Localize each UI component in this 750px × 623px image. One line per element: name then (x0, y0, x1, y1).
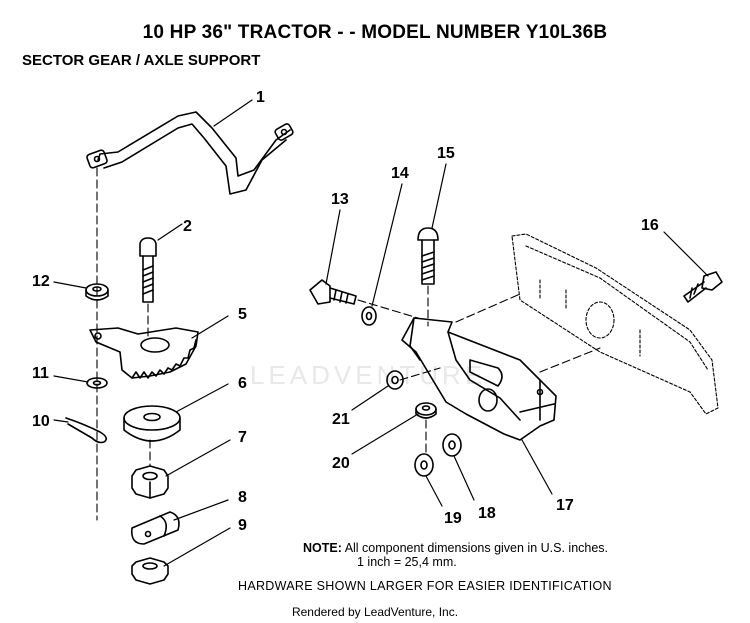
note-line-1: All component dimensions given in U.S. i… (344, 541, 609, 555)
part-17-axle-support[interactable] (401, 317, 557, 441)
callout-10: 10 (32, 413, 50, 430)
part-14-washer[interactable] (361, 306, 377, 326)
part-10-cotter-pin[interactable] (65, 417, 108, 444)
callout-16: 16 (641, 217, 659, 234)
callout-15: 15 (437, 145, 455, 162)
callout-17: 17 (556, 497, 574, 514)
front-axle-outline (511, 233, 719, 415)
part-12-nut[interactable] (85, 283, 109, 301)
footer-credit: Rendered by LeadVenture, Inc. (291, 605, 459, 619)
leader-lines (53, 99, 709, 567)
part-13-bolt[interactable] (309, 279, 357, 305)
part-16-bolt[interactable] (683, 271, 723, 303)
part-8-clip[interactable] (130, 511, 180, 545)
note-line-2: 1 inch = 25,4 mm. (357, 555, 457, 569)
callout-13: 13 (331, 191, 349, 208)
part-9-nut[interactable] (131, 557, 169, 585)
callout-18: 18 (478, 505, 496, 522)
part-7-hex-nut[interactable] (131, 465, 169, 499)
watermark-text: LEADVENTURE (250, 360, 487, 390)
callout-5: 5 (238, 306, 247, 323)
part-6-spacer[interactable] (123, 405, 181, 442)
callout-2: 2 (183, 218, 192, 235)
part-11-washer[interactable] (86, 377, 108, 389)
callout-6: 6 (238, 375, 247, 392)
callout-1: 1 (256, 89, 265, 106)
diagram-subtitle: SECTOR GEAR / AXLE SUPPORT (22, 52, 261, 69)
dimensions-note: NOTE: All component dimensions given in … (303, 541, 608, 569)
callout-8: 8 (238, 489, 247, 506)
part-20-nut[interactable] (415, 402, 437, 419)
diagram-title: 10 HP 36" TRACTOR - - MODEL NUMBER Y10L3… (142, 22, 608, 43)
callout-20: 20 (332, 455, 350, 472)
part-19-nut[interactable] (414, 453, 434, 477)
part-21-nut[interactable] (386, 370, 404, 390)
part-18-nut[interactable] (442, 433, 462, 457)
callout-19: 19 (444, 510, 462, 527)
note-label: NOTE: (303, 541, 342, 555)
part-1-drag-link[interactable] (86, 111, 294, 195)
callout-9: 9 (238, 517, 247, 534)
part-5-sector-gear[interactable] (89, 327, 199, 379)
part-2-bolt[interactable] (139, 237, 157, 303)
callout-11: 11 (32, 365, 49, 382)
part-15-carriage-bolt[interactable] (417, 227, 439, 285)
callout-14: 14 (391, 165, 409, 182)
hardware-note: HARDWARE SHOWN LARGER FOR EASIER IDENTIF… (238, 579, 612, 593)
callout-21: 21 (332, 411, 350, 428)
callout-12: 12 (32, 273, 50, 290)
callout-numbers: 1 2 5 6 7 8 9 10 11 12 13 14 15 16 17 18… (32, 89, 659, 534)
callout-7: 7 (238, 429, 247, 446)
